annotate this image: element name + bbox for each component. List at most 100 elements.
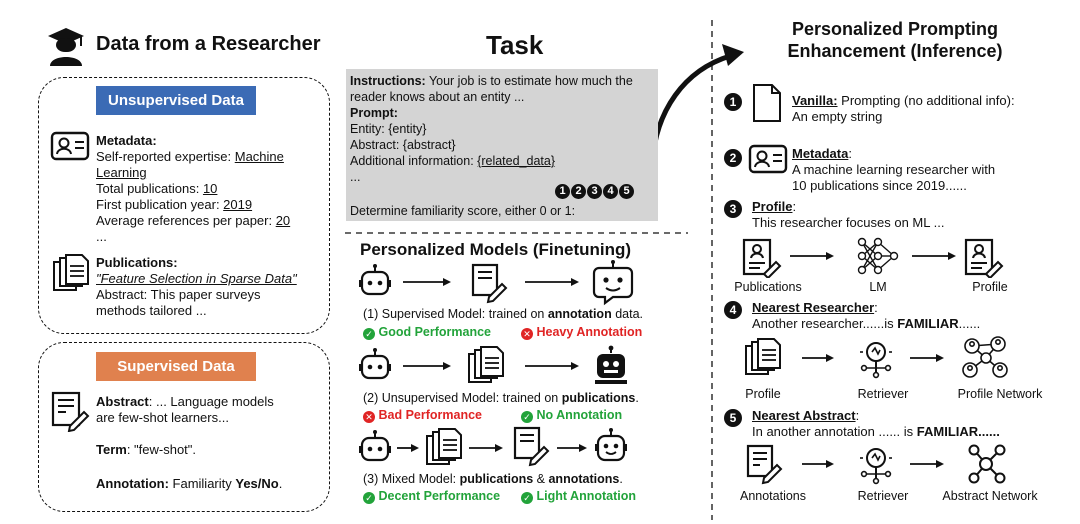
determine-text: Determine familiarity score, either 0 or… [350,204,576,218]
step2-text: Metadata: A machine learning researcher … [792,146,995,194]
model2-flow [359,345,627,384]
publications-label: Publications: [96,255,178,270]
documents-icon [745,338,781,375]
step4-flow [745,336,1008,379]
step4-label-retriever: Retriever [857,387,909,401]
step3-desc: This researcher focuses on ML ... [752,215,945,230]
step4-head: Nearest Researcher [752,300,875,315]
step3-label-profile: Profile [972,280,1008,294]
graduate-icon [47,26,85,66]
model2-good: ✓ No Annotation [521,407,622,423]
step3-colon: : [792,199,797,214]
model2-prefix: (2) Unsupervised Model: trained on [363,391,562,405]
robot-filled-icon [595,345,627,384]
model3-mid: & [533,472,549,486]
task-num-5: 5 [619,184,634,199]
right-title-2: Enhancement (Inference) [787,41,1003,61]
avg-refs-label: Average references per paper: [96,213,276,228]
term-line: Term: "few-shot". [96,442,196,458]
retriever-icon [860,448,892,485]
instructions-text: Your job is to estimate how much the [425,74,633,88]
step5-bold: FAMILIAR...... [916,424,1000,439]
step4-colon: : [874,300,878,315]
left-title: Data from a Researcher [96,33,321,55]
supervised-box [38,342,330,512]
id-card-icon [748,144,788,174]
step5-label-annotations: Annotations [739,489,807,503]
model2-text: (2) Unsupervised Model: trained on publi… [363,390,639,406]
metadata-label: Metadata: [96,133,157,148]
model1-good-text: Good Performance [378,325,492,339]
documents-icon [468,346,504,383]
step3-head: Profile [752,199,793,214]
robot-icon [359,430,391,462]
models-title: Personalized Models (Finetuning) [360,240,632,259]
sup-abstract-label: Abstract [96,394,149,409]
step4-text: Nearest Researcher: Another researcher..… [752,300,980,332]
step4-bold: FAMILIAR [897,316,959,331]
model2-bad-text: Bad Performance [378,408,482,422]
sup-abstract-text-2: are few-shot learners... [96,410,229,425]
step5-label-abstract-network: Abstract Network [942,489,1038,503]
sup-abstract-text: : ... Language models [148,394,274,409]
step3-number: 3 [724,200,742,218]
chat-robot-icon [592,260,634,306]
empty-document-icon [752,83,782,123]
documents-icon [426,428,462,465]
model3-bold-2: annotations [548,472,620,486]
prompt-entity: Entity: {entity} [350,122,427,136]
step1-number: 1 [724,93,742,111]
model3-good-text-1: Decent Performance [378,489,501,503]
annotation-value: Yes/No [235,476,279,491]
profile-document-icon [964,238,1004,278]
step4-label-profile-network: Profile Network [957,387,1043,401]
step5-label-retriever: Retriever [857,489,909,503]
avg-refs-value: 20 [275,213,291,228]
x-icon: ✕ [363,411,375,423]
model1-text: (1) Supervised Model: trained on annotat… [363,306,643,322]
step4-number: 4 [724,301,742,319]
publications-block: Publications: "Feature Selection in Spar… [96,255,297,319]
total-pubs-label: Total publications: [96,181,203,196]
step4-end: ...... [958,316,981,331]
step2-desc-2: 10 publications since 2019...... [792,178,967,193]
model3-flow [359,426,627,467]
model3-good-text-2: Light Annotation [536,489,636,503]
step5-head: Nearest Abstract [752,408,856,423]
annotation-line: Annotation: Familiarity Yes/No. [96,476,282,492]
step4-badge: 4 [724,301,742,319]
annotate-icon [513,426,550,467]
task-num-2: 2 [571,184,586,199]
model2-good-text: No Annotation [536,408,623,422]
annotate-icon [746,444,783,485]
check-icon: ✓ [521,411,533,423]
prompt-label: Prompt: [350,106,398,120]
model1-end: data. [611,307,643,321]
task-num-1: 1 [555,184,570,199]
model3-end: . [619,472,623,486]
annotation-text: Familiarity [168,476,236,491]
profile-network-icon [962,336,1008,378]
metadata-block: Metadata: Self-reported expertise: Machi… [96,133,290,245]
model1-good: ✓ Good Performance [363,324,491,340]
supervised-badge: Supervised Data [96,352,256,381]
prompt-addl-label: Additional information: [350,154,478,168]
check-icon: ✓ [521,492,533,504]
id-card-icon [50,131,90,161]
annotate-document-icon [50,390,90,432]
expertise-value-2: Learning [96,165,147,180]
x-icon: ✕ [521,328,533,340]
step5-desc: In another annotation ...... is [752,424,917,439]
model3-prefix: (3) Mixed Model: [363,472,460,486]
step1-desc-2: An empty string [792,109,883,124]
model2-bad: ✕ Bad Performance [363,407,482,423]
unsupervised-badge: Unsupervised Data [96,86,256,115]
step2-colon: : [848,146,852,161]
publication-title: "Feature Selection in Sparse Data" [96,271,297,286]
model1-bad: ✕ Heavy Annotation [521,324,642,340]
model1-bold: annotation [547,307,612,321]
instructions-text-2: reader knows about an entity ... [350,90,525,104]
model1-prefix: (1) Supervised Model: trained on [363,307,548,321]
right-title-1: Personalized Prompting [791,19,999,39]
model1-flow [359,260,634,306]
